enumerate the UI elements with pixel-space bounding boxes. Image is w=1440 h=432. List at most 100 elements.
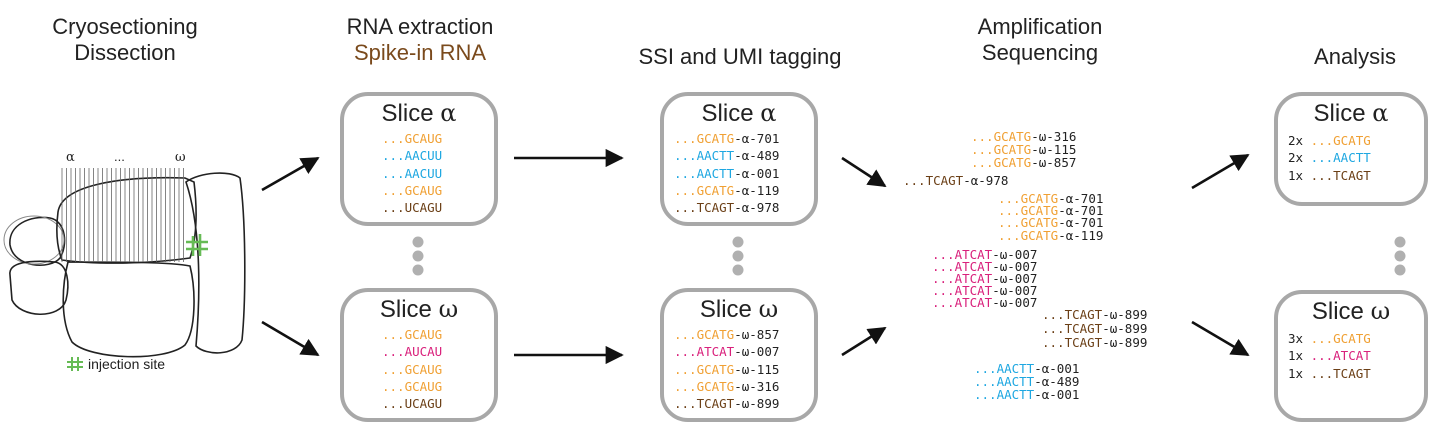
sequence-row: ...TCAGT-α-978	[674, 199, 779, 216]
brain-sketch	[3, 168, 246, 358]
sequence-dots: ...	[971, 129, 994, 144]
sequence-bases: ATCAT	[1333, 348, 1371, 364]
sequence-row: ...UCAGU	[382, 199, 442, 216]
sequence-bases: GCATG	[993, 155, 1032, 170]
sequencing-read: ...ATCAT-ω-007	[932, 270, 1037, 287]
sequence-bases: GCATG	[1020, 203, 1059, 218]
slice-symbol: ω	[438, 295, 459, 323]
header-cryosectioning: Cryosectioning Dissection	[20, 14, 230, 66]
sequence-dots: ...	[974, 374, 997, 389]
sequence-dots: ...	[674, 327, 697, 342]
sequence-dots: ...	[1042, 321, 1065, 336]
sequence-dots: ...	[674, 165, 697, 181]
sequence-dots: ...	[674, 344, 697, 360]
sequence-bases: UCAGU	[404, 200, 443, 216]
sequence-dots: ...	[674, 361, 697, 377]
sequence-bases: AACUU	[404, 148, 443, 164]
sequence-tag: -ω-899	[734, 396, 780, 412]
card-title: Slice α	[381, 99, 457, 127]
sequence-dots: ...	[1310, 150, 1334, 166]
card-title: Slice α	[1313, 99, 1389, 127]
sequence-bases: ATCAT	[696, 344, 735, 360]
sequence-tag: -ω-115	[1031, 142, 1077, 157]
sequence-bases: GCATG	[1333, 133, 1371, 148]
arrow-tag-to-seq-omega	[841, 326, 887, 357]
sequence-bases: AACTT	[1333, 150, 1371, 166]
sequence-tag: -ω-007	[992, 259, 1038, 274]
brain-lower-middle	[62, 261, 195, 358]
card-title: Slice ω	[699, 295, 779, 323]
sequence-tag: -ω-899	[1102, 307, 1148, 322]
sequence-dots: ...	[932, 283, 955, 298]
brain-cerebellum	[185, 172, 246, 354]
sequence-row: ...ATCAT-ω-007	[674, 343, 779, 360]
injection-site-label: injection site	[88, 356, 166, 372]
header-rna-extraction: RNA extraction Spike-in RNA	[310, 14, 530, 66]
injection-site-legend: injection site	[88, 356, 165, 372]
sequence-bases: TCAGT	[696, 200, 735, 216]
sequence-dots: ...	[674, 131, 697, 146]
sequencing-read: ...ATCAT-ω-007	[932, 258, 1037, 275]
sequencing-read: ...AACTT-α-001	[974, 360, 1079, 377]
sequencing-read: ...ATCAT-ω-007	[932, 294, 1037, 311]
sequence-dots: ...	[1310, 133, 1334, 148]
slice-symbol: ω	[758, 295, 779, 323]
sequence-dots: ...	[674, 148, 697, 164]
sequence-tag: -ω-007	[734, 344, 780, 360]
sequence-dots: ...	[971, 142, 994, 157]
sequence-bases: ATCAT	[954, 283, 993, 298]
sequencing-read: ...GCATG-ω-115	[971, 141, 1076, 158]
sequence-row: ...GCAUG	[382, 378, 442, 395]
sequence-bases: TCAGT	[1333, 167, 1371, 183]
sequence-tag: -α-978	[963, 173, 1009, 188]
sequence-dots: ...	[382, 200, 405, 216]
slice-symbol: α	[760, 99, 777, 127]
sequence-row: ...UCAGU	[382, 395, 442, 412]
sequence-tag: -ω-007	[992, 295, 1038, 310]
sequence-row: ...GCAUG	[382, 326, 442, 343]
sequence-list: ...GCATG-α-701...AACTT-α-489...AACTT-α-0…	[674, 130, 779, 216]
sequence-bases: AACTT	[696, 165, 735, 181]
sequence-bases: GCATG	[1020, 215, 1059, 230]
sequence-dots: ...	[382, 148, 405, 164]
sequence-dots: ...	[1042, 307, 1065, 322]
sequence-dots: ...	[382, 344, 405, 360]
sequence-bases: GCAUG	[404, 327, 443, 342]
read-count: 1x	[1288, 348, 1311, 364]
sequence-list: ...GCAUG...AUCAU...GCAUG...GCAUG...UCAGU	[382, 326, 442, 412]
sequence-dots: ...	[932, 295, 955, 310]
sequence-tag: -ω-316	[1031, 129, 1077, 144]
sequence-bases: GCATG	[1020, 191, 1059, 206]
sequence-tag: -α-489	[734, 148, 780, 164]
sequence-dots: ...	[932, 259, 955, 274]
sequence-dots: ...	[971, 155, 994, 170]
sequence-dots: ...	[674, 200, 697, 216]
sequence-tag: -ω-115	[734, 361, 780, 377]
sequence-tag: -α-701	[734, 131, 780, 146]
read-count: 3x	[1288, 331, 1311, 346]
read-count: 2x	[1288, 133, 1311, 148]
sequence-bases: GCAUG	[404, 378, 443, 394]
sequence-row: ...AACUU	[382, 147, 442, 164]
sequence-row: ...GCAUG	[382, 182, 442, 199]
sequence-dots: ...	[903, 173, 926, 188]
injection-site-icon	[186, 234, 208, 256]
sequence-tag: -ω-007	[992, 283, 1038, 298]
sequence-row: ...GCATG-α-119	[674, 182, 779, 199]
sequence-row: ...AACTT-α-489	[674, 147, 779, 164]
sequence-row: ...GCATG-ω-316	[674, 378, 779, 395]
sequence-bases: TCAGT	[1064, 335, 1103, 350]
read-count: 1x	[1288, 167, 1311, 183]
sequence-dots: ...	[1310, 167, 1334, 183]
sequence-row: ...AACUU	[382, 165, 442, 182]
sequence-tag: -α-001	[1034, 361, 1080, 376]
sequencing-read: ...TCAGT-ω-899	[1042, 334, 1147, 351]
sequence-row: ...AACTT-α-001	[674, 165, 779, 182]
brain-cortex	[56, 176, 197, 264]
sequence-bases: TCAGT	[1333, 365, 1371, 381]
ellipsis-dots	[412, 236, 1406, 276]
